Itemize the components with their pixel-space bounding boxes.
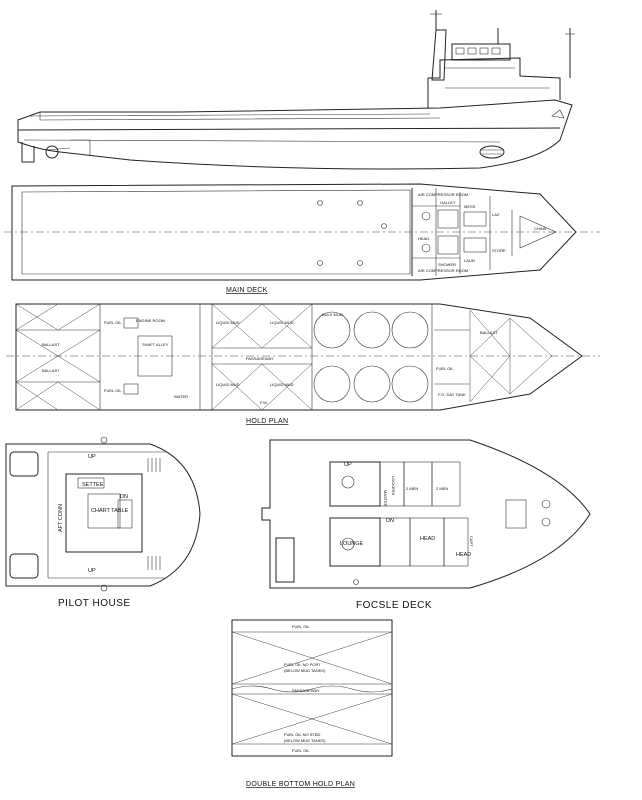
chart-table-label: CHART TABLE bbox=[91, 508, 129, 514]
master-label: MASTER bbox=[383, 490, 388, 507]
chain-label: CHAIN bbox=[534, 226, 547, 231]
laz-label: LAZ bbox=[492, 212, 500, 217]
bulk-mud-label: BULK MUD bbox=[322, 312, 343, 317]
pilot-dn-label: DN bbox=[120, 494, 128, 500]
db-fuel-oil-stbd-label: FUEL OIL NO STBD bbox=[284, 732, 320, 737]
db-passageway-label: PASSAGEWAY bbox=[292, 688, 320, 693]
double-bottom-plan: FUEL OIL FUEL OIL NO PORT (BELOW MUD TAN… bbox=[231, 619, 393, 788]
fuel-oil-top-label: FUEL OIL bbox=[104, 320, 122, 325]
pilot-house-plan: UP UP DN SETTEE CHART TABLE AFT CONN PIL… bbox=[5, 436, 201, 609]
head-label: HEAD bbox=[418, 236, 429, 241]
engine-room-label: ENGINE ROOM bbox=[136, 318, 165, 323]
double-bottom-caption: DOUBLE BOTTOM HOLD PLAN bbox=[246, 781, 355, 788]
crew-1-label: 2 MEN bbox=[406, 486, 418, 491]
crew-2-label: 2 MEN bbox=[436, 486, 448, 491]
air-compressor-room-top-label: AIR COMPRESSOR ROOM bbox=[418, 192, 468, 197]
db-fuel-oil-top-label: FUEL OIL bbox=[292, 624, 310, 629]
focsle-deck-caption: FOCSLE DECK bbox=[356, 600, 432, 611]
store-label: STORE bbox=[492, 248, 506, 253]
focsle-up-label: UP bbox=[344, 462, 352, 468]
db-fuel-oil-bottom-label: FUEL OIL bbox=[292, 748, 310, 753]
shaft-alley-label: SHAFT ALLEY bbox=[142, 342, 169, 347]
lounge-label: LOUNGE bbox=[340, 541, 364, 547]
db-below-mud-1-label: (BELOW MUD TANKS) bbox=[284, 668, 326, 673]
pilot-house-caption: PILOT HOUSE bbox=[58, 598, 131, 609]
fw-label: F.W. bbox=[260, 400, 268, 405]
fuel-oil-fwd-label: FUEL OIL bbox=[436, 366, 454, 371]
shower-label: SHOWER bbox=[438, 262, 456, 267]
liquid-mud-4-label: LIQUID MUD bbox=[270, 382, 294, 387]
head-1-label: HEAD bbox=[420, 536, 435, 542]
galley-label: GALLEY bbox=[440, 200, 456, 205]
liquid-mud-1-label: LIQUID MUD bbox=[216, 320, 240, 325]
focsle-deck-plan: UP DN LOUNGE HEAD HEAD 2 MEN 2 MEN MASTE… bbox=[261, 439, 591, 611]
water-label: WATER bbox=[174, 394, 188, 399]
aft-conn-label: AFT CONN bbox=[58, 504, 64, 532]
ballast-top-label: BALLAST bbox=[42, 342, 60, 347]
liquid-mud-3-label: LIQUID MUD bbox=[216, 382, 240, 387]
db-below-mud-2-label: (BELOW MUD TANKS) bbox=[284, 738, 326, 743]
hold-passageway-label: PASSAGEWAY bbox=[246, 356, 274, 361]
focsle-dn-label: DN bbox=[386, 518, 394, 524]
settee-label: SETTEE bbox=[82, 482, 104, 488]
lockers-label: LOCKERS bbox=[391, 476, 396, 495]
main-deck-caption: MAIN DECK bbox=[226, 287, 268, 294]
liquid-mud-2-label: LIQUID MUD bbox=[270, 320, 294, 325]
main-deck-plan: AIR COMPRESSOR ROOM AIR COMPRESSOR ROOM … bbox=[4, 183, 600, 294]
mess-label: MESS bbox=[464, 204, 476, 209]
capt-label: CAPT bbox=[469, 536, 474, 547]
db-fuel-oil-port-label: FUEL OIL NO PORT bbox=[284, 662, 321, 667]
ballast-bottom-label: BALLAST bbox=[42, 368, 60, 373]
hold-plan-caption: HOLD PLAN bbox=[246, 418, 288, 425]
head-2-label: HEAD bbox=[456, 552, 471, 558]
fo-day-tank-label: F.O. DAY TANK bbox=[438, 392, 466, 397]
hold-plan: FUEL OIL FUEL OIL BALLAST BALLAST ENGINE… bbox=[6, 303, 600, 425]
air-compressor-room-bottom-label: AIR COMPRESSOR ROOM bbox=[418, 268, 468, 273]
fuel-oil-bottom-label: FUEL OIL bbox=[104, 388, 122, 393]
laundry-label: LAUN bbox=[464, 258, 475, 263]
pilot-up-bottom-label: UP bbox=[88, 568, 96, 574]
fwd-ballast-label: BALLAST bbox=[480, 330, 498, 335]
profile-view bbox=[17, 10, 575, 170]
pilot-up-top-label: UP bbox=[88, 454, 96, 460]
